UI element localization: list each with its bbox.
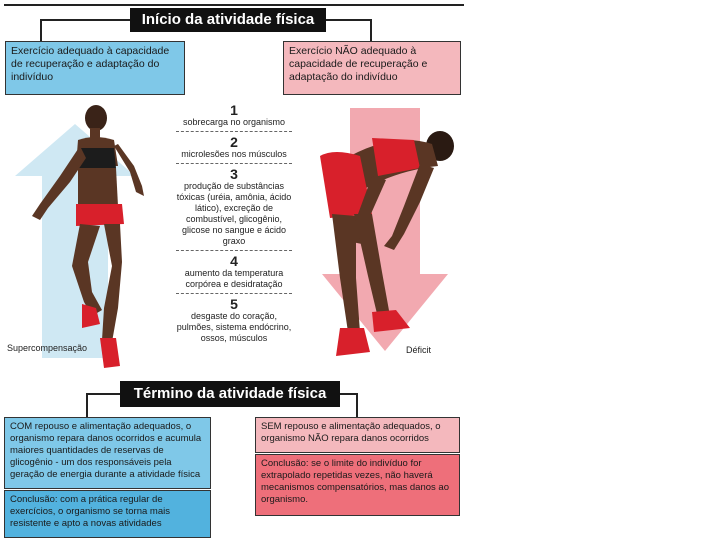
with-rest-conclusion-box: Conclusão: com a prática regular de exer… <box>4 490 211 538</box>
deficit-label: Déficit <box>406 345 432 355</box>
steps-list: 1 sobrecarga no organismo 2 microlesões … <box>176 102 292 349</box>
step-item: 2 microlesões nos músculos <box>176 134 292 164</box>
step-item: 1 sobrecarga no organismo <box>176 102 292 132</box>
connector-left-h <box>40 19 130 21</box>
connector-bottom-right-h <box>340 393 358 395</box>
step-number: 4 <box>230 253 238 269</box>
adequate-exercise-text: Exercício adequado à capacidade de recup… <box>11 45 170 83</box>
connector-right-h <box>326 19 372 21</box>
step-number: 2 <box>230 134 238 150</box>
adequate-exercise-box: Exercício adequado à capacidade de recup… <box>5 41 185 95</box>
step-item: 3 produção de substâncias tóxicas (uréia… <box>176 166 292 251</box>
step-text: aumento da temperatura corpórea e desidr… <box>184 268 284 289</box>
step-item: 4 aumento da temperatura corpórea e desi… <box>176 253 292 294</box>
supercompensation-label: Supercompensação <box>7 343 88 353</box>
step-number: 1 <box>230 102 238 118</box>
connector-left-v <box>40 19 42 41</box>
step-text: produção de substâncias tóxicas (uréia, … <box>176 181 292 246</box>
inadequate-exercise-box: Exercício NÃO adequado à capacidade de r… <box>283 41 461 95</box>
step-text: sobrecarga no organismo <box>182 117 286 127</box>
without-rest-conclusion-box: Conclusão: se o limite do indivíduo for … <box>255 454 460 516</box>
inadequate-exercise-text: Exercício NÃO adequado à capacidade de r… <box>289 45 428 83</box>
runner-left <box>32 105 144 368</box>
with-rest-conclusion-text: Conclusão: com a prática regular de exer… <box>10 494 170 529</box>
illustration <box>15 105 454 368</box>
without-rest-box: SEM repouso e alimentação adequados, o o… <box>255 417 460 453</box>
without-rest-conclusion-text: Conclusão: se o limite do indivíduo for … <box>261 458 449 505</box>
step-number: 5 <box>230 296 238 312</box>
step-text: desgaste do coração, pulmões, sistema en… <box>176 311 292 343</box>
top-rule <box>4 4 464 6</box>
connector-bottom-left-h <box>86 393 120 395</box>
with-rest-box: COM repouso e alimentação adequados, o o… <box>4 417 211 489</box>
with-rest-text: COM repouso e alimentação adequados, o o… <box>10 421 202 480</box>
connector-right-v <box>370 19 372 41</box>
athlete-right <box>320 131 454 356</box>
step-text: microlesões nos músculos <box>181 149 287 159</box>
without-rest-text: SEM repouso e alimentação adequados, o o… <box>261 421 441 444</box>
connector-bottom-right-v <box>356 393 358 417</box>
step-number: 3 <box>230 166 238 182</box>
connector-bottom-left-v <box>86 393 88 417</box>
step-item: 5 desgaste do coração, pulmões, sistema … <box>176 296 292 347</box>
end-title: Término da atividade física <box>120 381 340 407</box>
start-title: Início da atividade física <box>130 8 326 32</box>
